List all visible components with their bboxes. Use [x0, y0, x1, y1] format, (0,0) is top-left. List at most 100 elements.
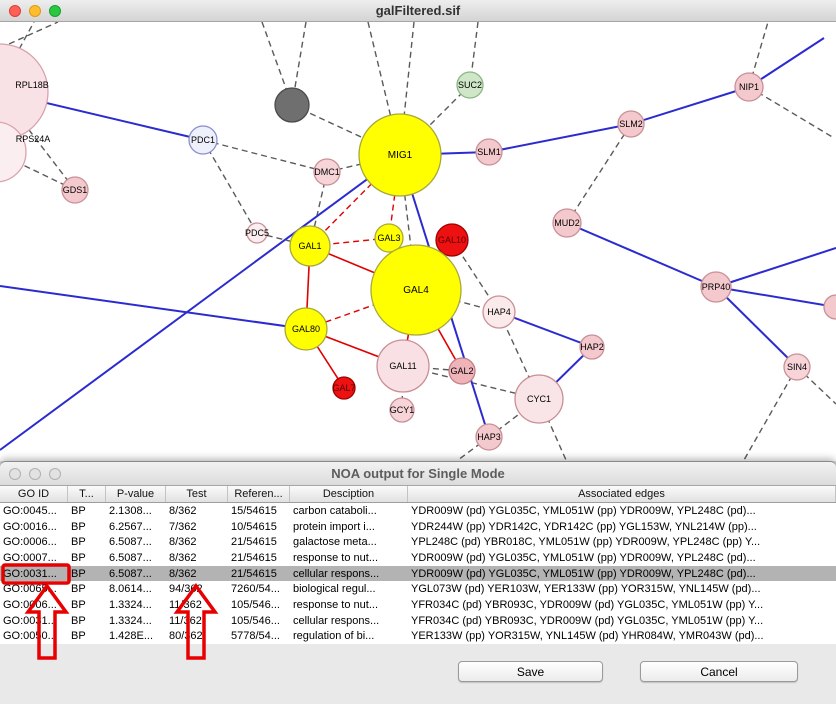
graph-node-hap2[interactable]: HAP2: [579, 334, 605, 360]
graph-edge[interactable]: [202, 139, 258, 234]
cell-type: BP: [71, 614, 86, 627]
graph-node-mig1[interactable]: MIG1: [358, 113, 442, 197]
close-button[interactable]: [9, 467, 21, 480]
close-button[interactable]: [9, 4, 21, 17]
graph-node-gal10[interactable]: GAL10: [435, 223, 469, 257]
graph-edge[interactable]: [202, 139, 328, 173]
window-controls: [9, 0, 61, 21]
column-header-test[interactable]: Test: [166, 486, 228, 502]
graph-node-hap4[interactable]: HAP4: [482, 295, 516, 329]
graph-edge[interactable]: [715, 247, 836, 288]
column-header-edges[interactable]: Associated edges: [408, 486, 836, 502]
graph-edge[interactable]: [0, 285, 307, 330]
graph-edge[interactable]: [457, 436, 490, 461]
graph-node-label: SLM1: [477, 147, 501, 157]
graph-node-nip1[interactable]: NIP1: [734, 72, 764, 102]
graph-node-dmc1[interactable]: DMC1: [313, 158, 341, 186]
graph-node-slm1[interactable]: SLM1: [475, 138, 503, 166]
cell-description: cellular respons...: [293, 614, 380, 627]
graph-node-rpl18b[interactable]: RPL18B: [0, 43, 49, 141]
cell-reference: 105/546...: [231, 598, 280, 611]
graph-edge[interactable]: [630, 86, 750, 125]
cell-go_id: GO:0045...: [3, 504, 57, 517]
column-header-p_value[interactable]: P-value: [106, 486, 166, 502]
graph-node-label: SUC2: [458, 80, 482, 90]
cell-p_value: 6.5087...: [109, 567, 152, 580]
graph-node-label: GAL4: [403, 285, 429, 296]
column-header-go_id[interactable]: GO ID: [0, 486, 68, 502]
graph-edge[interactable]: [715, 286, 798, 368]
graph-edge[interactable]: [715, 286, 836, 308]
graph-node-gal7[interactable]: GAL7: [332, 376, 356, 400]
graph-node-gds1[interactable]: GDS1: [61, 176, 89, 204]
graph-edge[interactable]: [796, 366, 836, 405]
graph-edge[interactable]: [566, 123, 632, 224]
cell-edges: YFR034C (pd) YBR093C, YDR009W (pd) YGL03…: [411, 598, 764, 611]
graph-node-pdc5[interactable]: PDC5: [245, 222, 269, 244]
cell-reference: 21/54615: [231, 567, 277, 580]
graph-node-label: MIG1: [388, 150, 413, 161]
graph-node-gal2[interactable]: GAL2: [448, 357, 476, 385]
graph-edge[interactable]: [566, 222, 717, 288]
graph-edge[interactable]: [0, 22, 59, 49]
graph-node-pdc1[interactable]: PDC1: [188, 125, 218, 155]
graph-edge[interactable]: [743, 366, 798, 461]
zoom-button[interactable]: [49, 467, 61, 480]
cell-test: 8/362: [169, 551, 197, 564]
graph-node-suc2[interactable]: SUC2: [456, 71, 484, 99]
cell-description: regulation of bi...: [293, 630, 375, 643]
graph-edge[interactable]: [748, 37, 825, 88]
cell-description: response to nut...: [293, 598, 378, 611]
graph-node-gal3[interactable]: GAL3: [374, 223, 404, 253]
graph-node-hap3[interactable]: HAP3: [475, 423, 503, 451]
column-header-type[interactable]: T...: [68, 486, 106, 502]
graph-node-edger[interactable]: [823, 294, 836, 320]
minimize-button[interactable]: [29, 4, 41, 17]
graph-edge[interactable]: [488, 123, 632, 153]
graph-node-mud2[interactable]: MUD2: [552, 208, 582, 238]
column-header-description[interactable]: Desciption: [290, 486, 408, 502]
graph-node-gal80[interactable]: GAL80: [284, 307, 328, 351]
graph-node-gal11[interactable]: GAL11: [376, 339, 430, 393]
cancel-button[interactable]: Cancel: [640, 661, 798, 682]
graph-edge[interactable]: [0, 154, 401, 451]
column-header-reference[interactable]: Referen...: [228, 486, 290, 502]
graph-node-label: GAL7: [332, 383, 355, 393]
graph-node-label: GDS1: [63, 185, 88, 195]
graph-node-gal1[interactable]: GAL1: [289, 225, 331, 267]
graph-node-label: PRP40: [702, 282, 731, 292]
graph-edge[interactable]: [748, 86, 835, 139]
cell-reference: 105/546...: [231, 614, 280, 627]
cell-edges: YDR009W (pd) YGL035C, YML051W (pp) YDR00…: [411, 504, 756, 517]
zoom-button[interactable]: [49, 4, 61, 17]
graph-node-gcy1[interactable]: GCY1: [389, 397, 415, 423]
cell-go_id: GO:0031...: [3, 567, 57, 580]
graph-node-label: GCY1: [390, 405, 415, 415]
graph-node-sin4[interactable]: SIN4: [783, 353, 811, 381]
cell-test: 8/362: [169, 536, 197, 549]
save-button[interactable]: Save: [458, 661, 603, 682]
graph-node-dark[interactable]: [274, 87, 310, 123]
graph-node-rps24a[interactable]: RPS24A: [0, 121, 50, 183]
graph-node-cyc1[interactable]: CYC1: [514, 374, 564, 424]
graph-node-prp40[interactable]: PRP40: [700, 271, 732, 303]
graph-node-slm2[interactable]: SLM2: [617, 110, 645, 138]
cell-description: galactose meta...: [293, 536, 377, 549]
graph-node-gal4[interactable]: GAL4: [370, 244, 462, 336]
cell-go_id: GO:0016...: [3, 520, 57, 533]
graph-node-label: GAL1: [298, 241, 321, 251]
minimize-button[interactable]: [29, 467, 41, 480]
